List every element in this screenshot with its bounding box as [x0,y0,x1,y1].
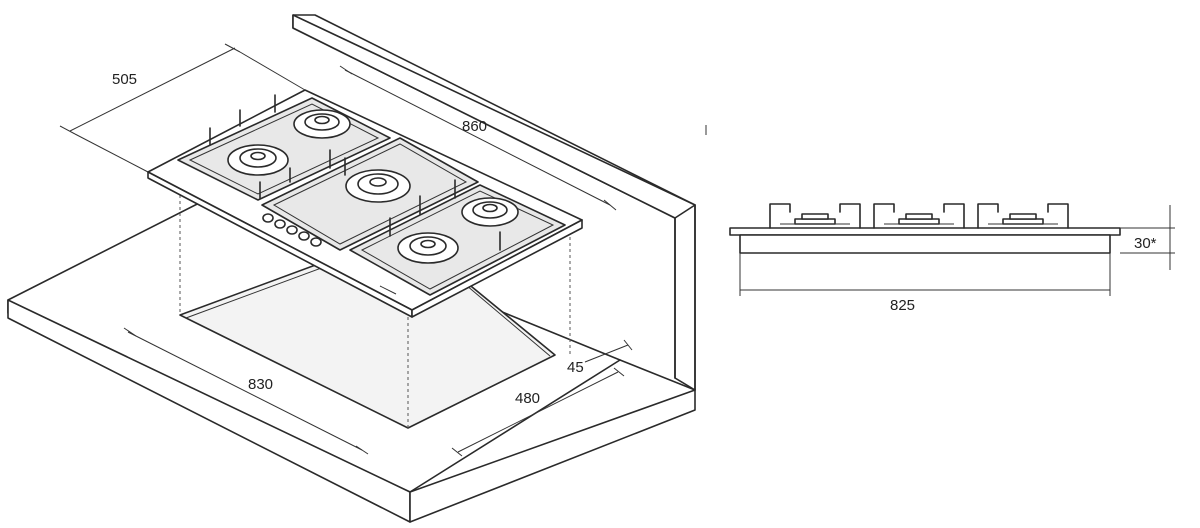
label-cutout-width: 830 [248,376,273,393]
burner-rear-right [461,197,519,227]
label-depth: 505 [112,71,137,88]
burners [227,109,519,264]
side-view: 825 30* [705,125,1175,314]
burner-front-left [227,144,289,176]
side-glass-top [729,227,1121,236]
control-knobs [262,213,397,295]
dimension-height: 30* [1120,205,1175,270]
side-grates [769,203,1069,229]
dimension-width: 860 [339,65,617,211]
dimension-cutout-width: 830 [123,327,369,455]
burner-rear-left [293,109,351,139]
dimension-side-width: 825 [739,253,1111,314]
back-wall [292,14,696,391]
label-side-width: 825 [890,297,915,314]
label-height: 30* [1134,235,1157,252]
label-wall-clearance: 45 [567,359,584,376]
burner-center-wok [345,169,411,203]
side-body [739,234,1111,254]
dimension-cutout-depth: 480 [451,367,625,457]
isometric-view: 505 860 830 480 45 [7,14,696,523]
burner-front-right [397,232,459,264]
label-width: 860 [462,118,487,135]
dimension-wall-clearance: 45 [567,339,633,376]
dimension-depth: 505 [59,43,306,173]
label-cutout-depth: 480 [515,390,540,407]
projection-lines [179,195,571,428]
